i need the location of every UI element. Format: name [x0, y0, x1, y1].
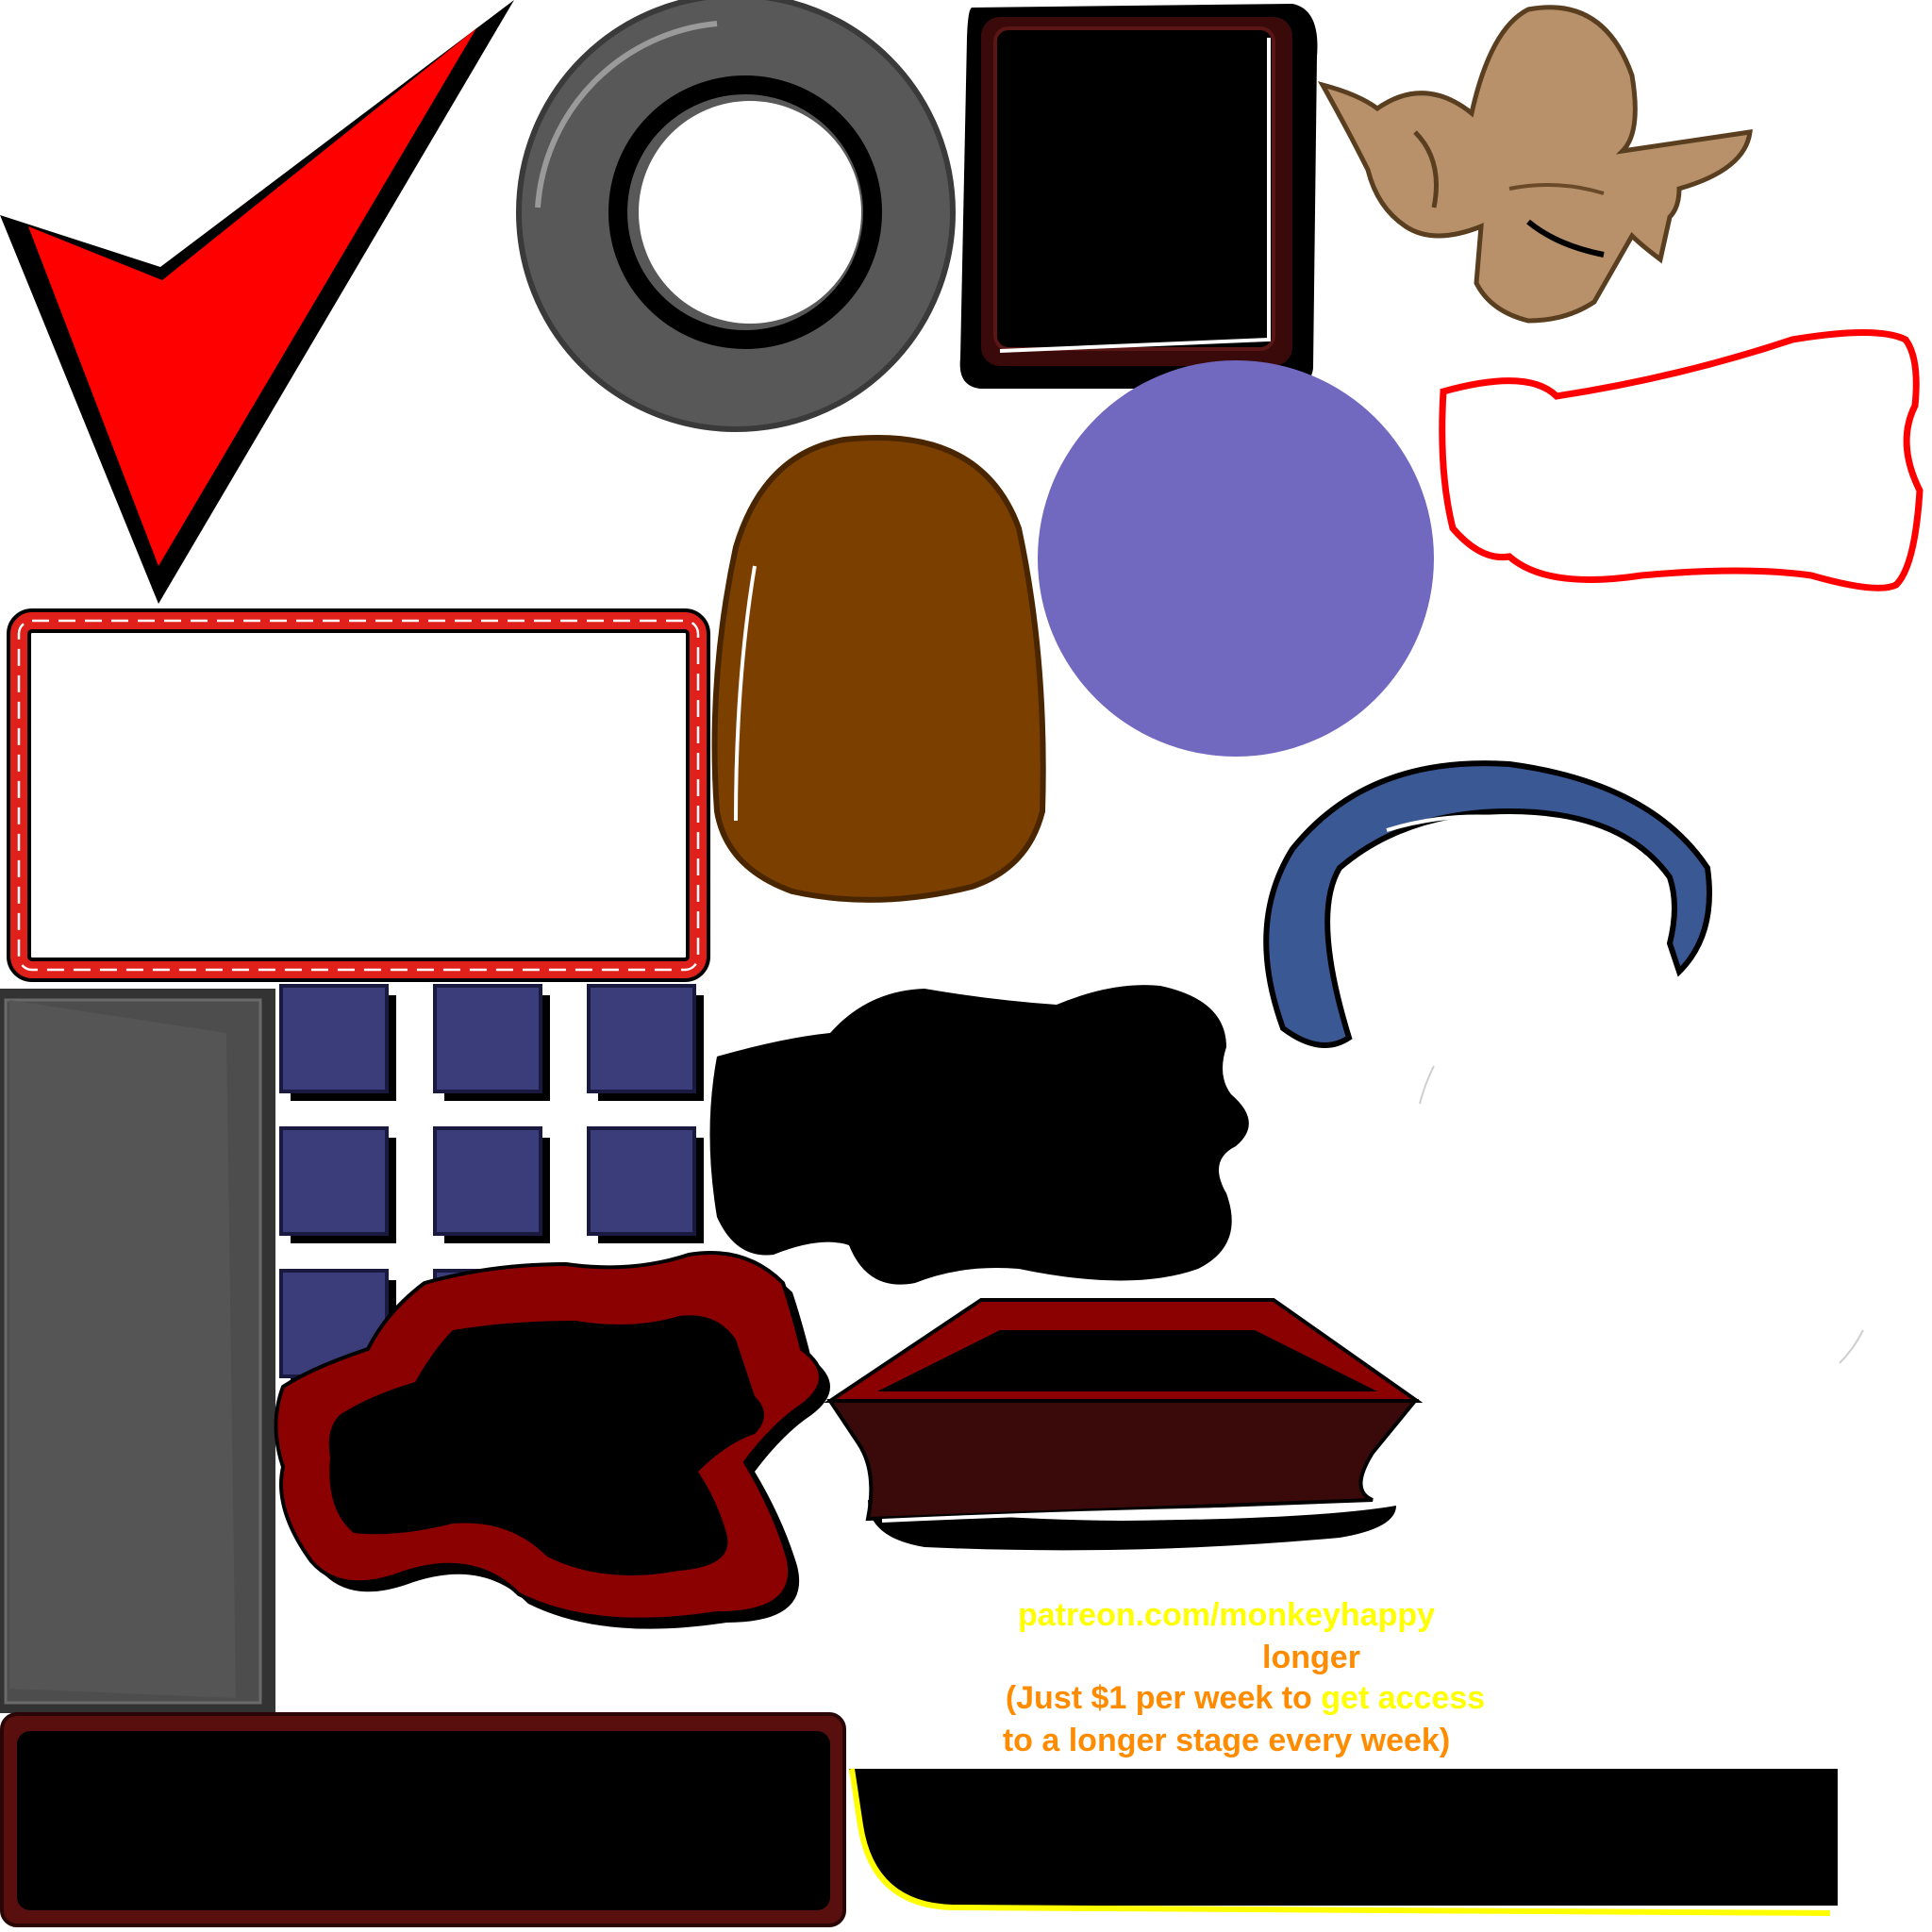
faint-arc-marks [1419, 1065, 1435, 1105]
maroon-bar-icon [0, 1712, 846, 1927]
red-cable-frame-icon [7, 608, 710, 982]
pointed-ear-icon [1317, 5, 1753, 324]
promo-line-longer: longer [1066, 1637, 1557, 1678]
red-wavy-frame-icon [1439, 329, 1924, 591]
violet-circle-icon [1038, 360, 1434, 757]
promo-longer-text: longer [1262, 1640, 1360, 1675]
navy-tile-icon [279, 1126, 396, 1243]
gray-panel-icon [0, 989, 275, 1713]
red-checkmark-icon [0, 0, 514, 604]
navy-tile-icon [279, 984, 396, 1101]
maroon-planter-icon [824, 1298, 1424, 1551]
navy-tile-icon [433, 1126, 550, 1243]
black-blob-icon [709, 985, 1249, 1285]
promo-url[interactable]: patreon.com/monkeyhappy [830, 1594, 1623, 1636]
promo-line-offer: (Just $1 per week to get access [830, 1677, 1660, 1719]
promo-stage-text: to a longer stage every week) [1002, 1723, 1451, 1758]
red-blob-frame-icon [274, 1251, 830, 1629]
navy-tile-icon [587, 1126, 704, 1243]
dark-framed-panel-icon [959, 4, 1318, 389]
promo-line-stage: to a longer stage every week) [830, 1720, 1623, 1761]
gray-ring-icon [516, 0, 956, 432]
promo-get-access-text[interactable]: get access [1321, 1680, 1486, 1716]
promo-url-text[interactable]: patreon.com/monkeyhappy [1017, 1597, 1436, 1633]
promo-offer-text: (Just $1 per week to [1005, 1680, 1322, 1716]
yellow-edged-bar-icon [849, 1768, 1838, 1916]
navy-tile-icon [433, 984, 550, 1101]
faint-arc-marks-2 [1839, 1329, 1864, 1364]
navy-tile-icon [587, 984, 704, 1101]
blue-arc-band-icon [1263, 760, 1712, 1048]
brown-shell-icon [711, 434, 1046, 903]
